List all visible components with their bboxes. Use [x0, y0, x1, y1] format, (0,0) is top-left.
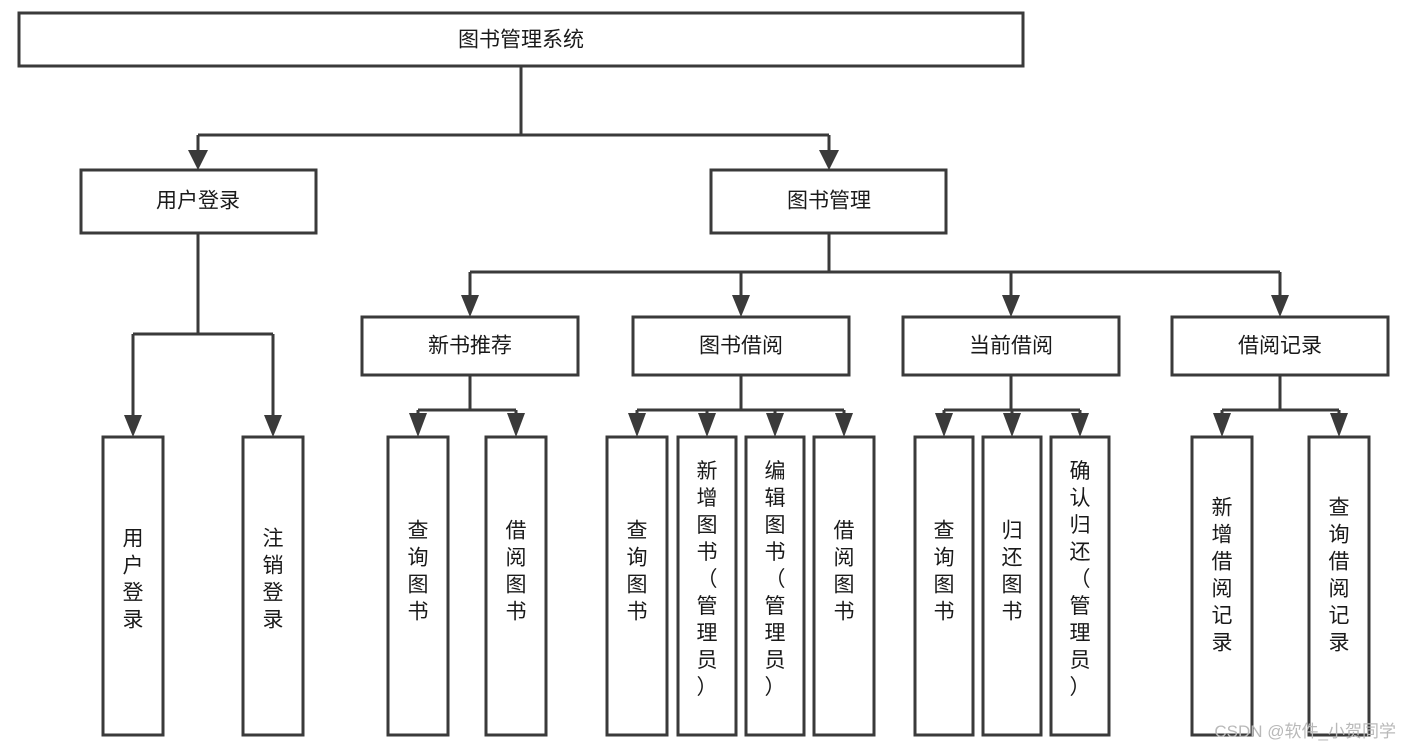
node-leaf-edit-book-admin-label: 编辑图书（管理员） [765, 460, 786, 699]
arrow-head-leaf-add-borrow-record [1213, 413, 1231, 437]
node-leaf-logout-box[interactable] [241, 435, 305, 737]
node-leaf-return-book-label: 归还图书 [1002, 520, 1023, 624]
node-leaf-query-borrow-record[interactable]: 查询借阅记录 [1307, 435, 1371, 737]
node-leaf-user-login-box[interactable] [101, 435, 165, 737]
node-current-borrow-box[interactable] [901, 315, 1121, 377]
node-leaf-add-book-admin-box[interactable] [676, 435, 738, 737]
node-leaf-borrow-book-recommend-label: 借阅图书 [506, 520, 527, 624]
node-root-box[interactable] [17, 11, 1025, 68]
node-leaf-add-book-admin-label: 新增图书（管理员） [697, 460, 718, 699]
node-leaf-confirm-return-admin[interactable]: 确认归还（管理员） [1049, 435, 1111, 737]
node-borrow-record[interactable]: 借阅记录 [1170, 315, 1390, 377]
node-leaf-user-login-label: 用户登录 [123, 528, 144, 632]
arrow-head-book-management [819, 150, 839, 170]
node-leaf-logout-label: 注销登录 [263, 528, 284, 632]
node-leaf-query-book-borrow-box[interactable] [605, 435, 669, 737]
node-leaf-query-book-current-label: 查询图书 [934, 520, 955, 624]
node-leaf-query-book-recommend-label: 查询图书 [408, 520, 429, 624]
arrow-head-leaf-confirm-return-admin [1071, 413, 1089, 437]
node-leaf-query-book-current-box[interactable] [913, 435, 975, 737]
node-borrow-record-label: 借阅记录 [1238, 335, 1322, 358]
arrow-head-book-borrow [732, 295, 750, 317]
arrow-head-leaf-borrow-book [835, 413, 853, 437]
arrow-head-new-book-recommend [461, 295, 479, 317]
arrow-head-leaf-query-book-current [935, 413, 953, 437]
arrow-head-leaf-query-book-recommend [409, 413, 427, 437]
node-leaf-borrow-book-recommend-box[interactable] [484, 435, 548, 737]
connector-layer [124, 66, 1348, 437]
node-leaf-query-book-recommend[interactable]: 查询图书 [386, 435, 450, 737]
node-book-management-label: 图书管理 [787, 190, 871, 213]
arrow-head-leaf-return-book [1003, 413, 1021, 437]
node-leaf-add-borrow-record-label: 新增借阅记录 [1212, 497, 1233, 655]
node-user-login-label: 用户登录 [156, 190, 240, 213]
node-leaf-user-login[interactable]: 用户登录 [101, 435, 165, 737]
node-leaf-query-borrow-record-label: 查询借阅记录 [1329, 497, 1350, 655]
node-leaf-return-book-box[interactable] [981, 435, 1043, 737]
node-root-label: 图书管理系统 [458, 29, 584, 52]
node-leaf-borrow-book-label: 借阅图书 [834, 520, 855, 624]
arrow-head-leaf-edit-book-admin [766, 413, 784, 437]
node-new-book-recommend-box[interactable] [360, 315, 580, 377]
arrow-head-leaf-borrow-book-recommend [507, 413, 525, 437]
node-user-login[interactable]: 用户登录 [79, 168, 318, 235]
node-book-borrow-box[interactable] [631, 315, 851, 377]
node-layer: 图书管理系统 用户登录 图书管理 新书推荐 图书借阅 [17, 11, 1390, 737]
node-new-book-recommend[interactable]: 新书推荐 [360, 315, 580, 377]
node-book-management[interactable]: 图书管理 [709, 168, 948, 235]
node-leaf-add-borrow-record-box[interactable] [1190, 435, 1254, 737]
node-new-book-recommend-label: 新书推荐 [428, 335, 512, 358]
node-leaf-borrow-book-box[interactable] [812, 435, 876, 737]
node-book-borrow[interactable]: 图书借阅 [631, 315, 851, 377]
arrow-head-borrow-record [1271, 295, 1289, 317]
node-current-borrow[interactable]: 当前借阅 [901, 315, 1121, 377]
node-book-borrow-label: 图书借阅 [699, 335, 783, 358]
node-current-borrow-label: 当前借阅 [969, 335, 1053, 358]
node-borrow-record-box[interactable] [1170, 315, 1390, 377]
arrow-head-leaf-query-borrow-record [1330, 413, 1348, 437]
arrow-head-leaf-query-book-borrow [628, 413, 646, 437]
node-book-management-box[interactable] [709, 168, 948, 235]
node-leaf-query-book-current[interactable]: 查询图书 [913, 435, 975, 737]
csdn-watermark: CSDN @软件_小贺同学 [1214, 722, 1396, 741]
node-leaf-borrow-book[interactable]: 借阅图书 [812, 435, 876, 737]
node-leaf-query-book-borrow-label: 查询图书 [627, 520, 648, 624]
node-leaf-edit-book-admin-box[interactable] [744, 435, 806, 737]
node-leaf-confirm-return-admin-box[interactable] [1049, 435, 1111, 737]
arrow-head-leaf-logout [264, 415, 282, 437]
node-leaf-confirm-return-admin-label: 确认归还（管理员） [1070, 460, 1091, 699]
arrow-head-current-borrow [1002, 295, 1020, 317]
node-leaf-logout[interactable]: 注销登录 [241, 435, 305, 737]
node-leaf-query-book-recommend-box[interactable] [386, 435, 450, 737]
node-leaf-return-book[interactable]: 归还图书 [981, 435, 1043, 737]
node-user-login-box[interactable] [79, 168, 318, 235]
node-root[interactable]: 图书管理系统 [17, 11, 1025, 68]
node-leaf-query-borrow-record-box[interactable] [1307, 435, 1371, 737]
arrow-head-leaf-add-book-admin [698, 413, 716, 437]
arrow-head-leaf-user-login [124, 415, 142, 437]
node-leaf-query-book-borrow[interactable]: 查询图书 [605, 435, 669, 737]
node-leaf-edit-book-admin[interactable]: 编辑图书（管理员） [744, 435, 806, 737]
node-leaf-add-book-admin[interactable]: 新增图书（管理员） [676, 435, 738, 737]
node-leaf-add-borrow-record[interactable]: 新增借阅记录 [1190, 435, 1254, 737]
node-leaf-borrow-book-recommend[interactable]: 借阅图书 [484, 435, 548, 737]
arrow-head-user-login [188, 150, 208, 170]
